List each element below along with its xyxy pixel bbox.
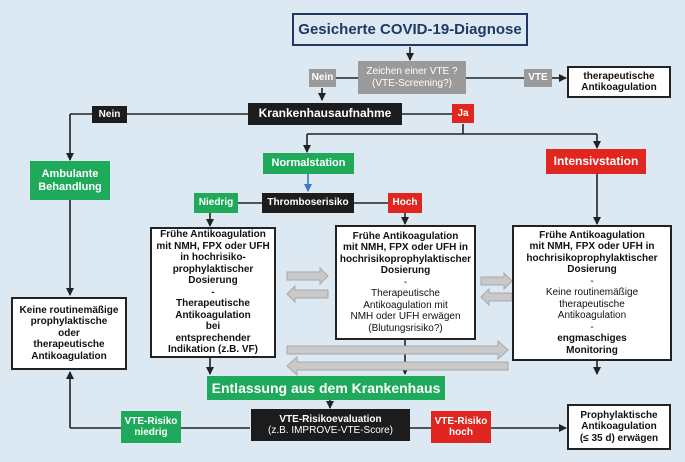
low-risk-line: mit NMH, FPX oder UFH	[156, 240, 270, 252]
high-risk-line: -	[403, 276, 408, 288]
discharge-box: Entlassung aus dem Krankenhaus	[207, 376, 445, 400]
no-prophylaxis-line: Antikoagulation	[31, 350, 107, 362]
icu-treatment-box: Frühe Antikoagulation mit NMH, FPX oder …	[512, 225, 672, 361]
high-risk-line: hochrisikoprophylaktischer	[339, 253, 472, 265]
high-risk-line: (Blutungsrisiko?)	[368, 322, 443, 334]
discharge-text: Entlassung aus dem Krankenhaus	[211, 379, 441, 396]
no-prophylaxis-line: prophylaktische	[30, 316, 108, 328]
vte-risk-low-line1: VTE-Risiko	[124, 415, 178, 427]
risk-evaluation-line2: (z.B. IMPROVE-VTE-Score)	[267, 425, 393, 436]
vte-risk-low-line2: niedrig	[134, 427, 168, 438]
vte-risk-low-label: VTE-Risiko niedrig	[121, 411, 181, 443]
icu-line: -	[590, 275, 594, 287]
therapeutic-line2: Antikoagulation	[581, 82, 657, 93]
low-risk-line: prophylaktischer	[172, 263, 254, 275]
low-risk-line: -	[211, 286, 215, 298]
no-prophylaxis-line: Keine routinemäßige	[19, 304, 119, 316]
title-box: Gesicherte COVID-19-Diagnose	[292, 13, 528, 46]
no-prophylaxis-line: oder	[58, 327, 80, 339]
hoch-label: Hoch	[388, 193, 422, 213]
low-risk-line: Indikation (z.B. VF)	[168, 344, 258, 356]
nein-top-text: Nein	[311, 72, 334, 84]
icu-line: Frühe Antikoagulation	[539, 229, 645, 241]
double-arrow-shape	[286, 266, 329, 286]
icu-line: Monitoring	[566, 344, 618, 356]
icu-line: Dosierung	[567, 264, 617, 276]
icu-line: Antikoagulation	[557, 310, 627, 322]
title-text: Gesicherte COVID-19-Diagnose	[298, 20, 522, 38]
low-risk-line: Frühe Antikoagulation	[160, 229, 266, 241]
high-risk-box: Frühe Antikoagulation mit NMH, FPX oder …	[335, 225, 476, 340]
normal-ward-text: Normalstation	[271, 157, 346, 170]
nein-top-label: Nein	[309, 69, 336, 87]
high-risk-line: Antikoagulation mit	[363, 299, 448, 311]
hoch-text: Hoch	[392, 197, 418, 209]
vte-risk-high-line1: VTE-Risiko	[434, 415, 488, 427]
vte-risk-high-line2: hoch	[449, 427, 473, 438]
high-risk-line: NMH oder UFH erwägen	[350, 311, 461, 323]
hospital-admission-box: Krankenhausaufnahme	[248, 103, 402, 125]
outpatient-line2: Behandlung	[38, 180, 102, 193]
low-risk-line: in hochrisiko-	[180, 252, 246, 264]
high-risk-line: Dosierung	[380, 265, 431, 277]
risk-evaluation-box: VTE-Risikoevaluation (z.B. IMPROVE-VTE-S…	[251, 409, 410, 441]
outpatient-box: Ambulante Behandlung	[30, 161, 110, 200]
thrombosis-risk-box: Thromboserisiko	[262, 193, 354, 213]
prophylactic-line3: (≤ 35 d) erwägen	[579, 432, 659, 444]
icu-line: therapeutische	[559, 298, 625, 310]
niedrig-label: Niedrig	[194, 193, 238, 213]
vte-question-box: Zeichen einer VTE ? (VTE-Screening?)	[358, 61, 466, 94]
therapeutic-anticoagulation-box: therapeutische Antikoagulation	[567, 66, 671, 98]
low-risk-line: bei	[205, 321, 221, 333]
thrombosis-risk-text: Thromboserisiko	[267, 197, 349, 209]
vte-text: VTE	[528, 72, 548, 84]
vte-question-line2: (VTE-Screening?)	[371, 77, 453, 89]
icu-line: hochrisikoprophylaktischer	[526, 252, 658, 264]
vte-label: VTE	[524, 69, 552, 87]
prophylactic-line1: Prophylaktische	[580, 409, 658, 421]
high-risk-line: Therapeutische	[371, 288, 440, 300]
ja-text: Ja	[457, 107, 469, 119]
icu-text: Intensivstation	[553, 153, 639, 168]
vte-question-line1: Zeichen einer VTE ?	[366, 66, 458, 77]
icu-line: engmaschiges	[557, 333, 627, 345]
prophylactic-box: Prophylaktische Antikoagulation (≤ 35 d)…	[567, 404, 671, 450]
no-prophylaxis-box: Keine routinemäßige prophylaktische oder…	[11, 297, 127, 370]
risk-evaluation-line1: VTE-Risikoevaluation	[279, 413, 382, 425]
icu-line: -	[590, 321, 594, 333]
hospital-admission-text: Krankenhausaufnahme	[258, 106, 392, 121]
low-risk-line: Therapeutische	[176, 298, 250, 310]
icu-line: mit NMH, FPX oder UFH in	[529, 241, 655, 253]
nein-left-label: Nein	[92, 106, 127, 123]
vte-risk-high-label: VTE-Risiko hoch	[431, 411, 491, 443]
normal-ward-box: Normalstation	[263, 153, 354, 174]
ja-label: Ja	[452, 104, 474, 123]
icu-box: Intensivstation	[546, 149, 646, 174]
low-risk-box: Frühe Antikoagulation mit NMH, FPX oder …	[150, 227, 276, 358]
high-risk-line: Frühe Antikoagulation	[352, 230, 459, 242]
high-risk-line: mit NMH, FPX oder UFH in	[343, 242, 468, 254]
therapeutic-line1: therapeutische	[583, 70, 655, 82]
niedrig-text: Niedrig	[198, 197, 234, 209]
no-prophylaxis-line: therapeutische	[33, 339, 105, 351]
low-risk-line: entsprechender	[175, 332, 251, 344]
nein-left-text: Nein	[98, 108, 121, 120]
low-risk-line: Antikoagulation	[175, 309, 251, 321]
outpatient-line1: Ambulante	[41, 167, 99, 180]
low-risk-line: Dosierung	[188, 275, 238, 287]
icu-line: Keine routinemäßige	[545, 287, 639, 299]
prophylactic-line2: Antikoagulation	[581, 421, 657, 433]
